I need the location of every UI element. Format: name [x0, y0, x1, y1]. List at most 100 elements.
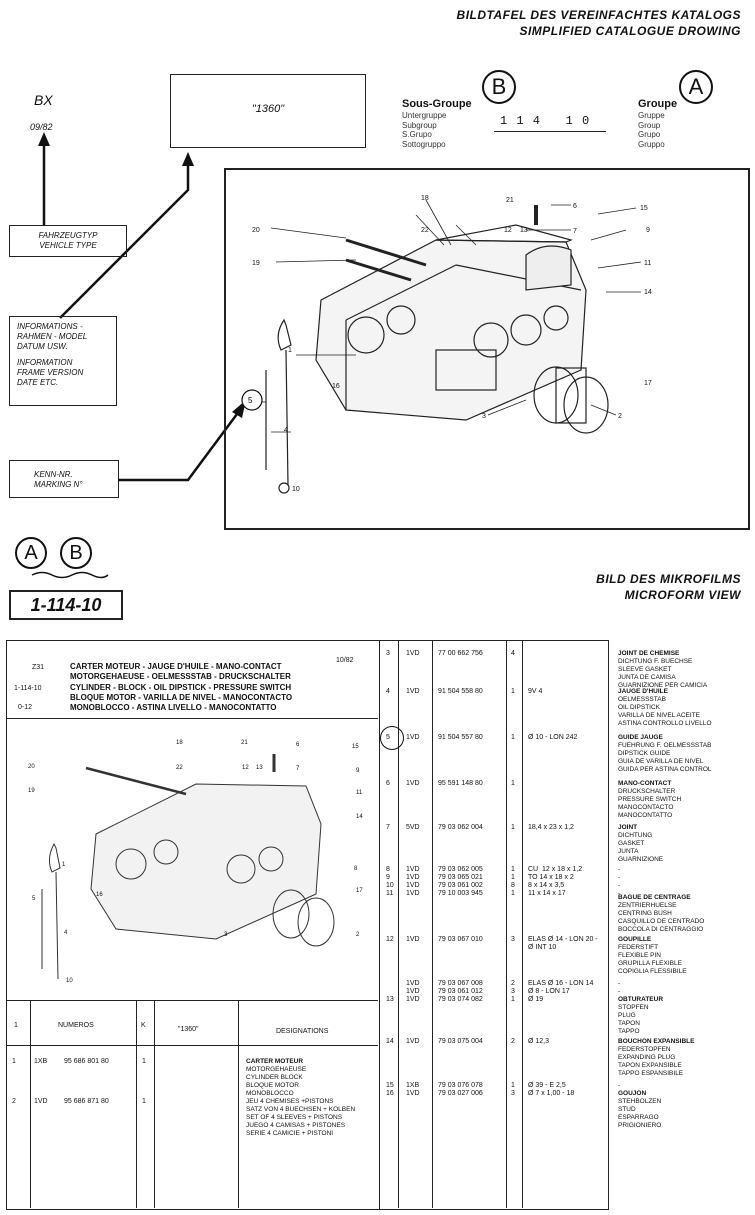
right-row-code: 1XB 1VD: [406, 1082, 420, 1097]
group-label-en: Group: [638, 120, 661, 130]
micro-code-1: 1-114-10: [14, 685, 42, 692]
left-table-top: [6, 1000, 378, 1001]
marking-label-de: KENN-NR.: [34, 470, 73, 479]
left-col-line-3: [154, 1000, 155, 1208]
right-row-rep: 4: [386, 688, 390, 695]
group-title: Groupe: [638, 98, 678, 110]
left-head-k: K: [141, 1022, 146, 1029]
info-de-2: RAHMEN - MODEL: [17, 332, 88, 341]
engine-diagram-frame: 1 2 3 4 6 7 9 10 11 12 13 14 15 16 17 18…: [224, 168, 750, 530]
subgroup-title: Sous-Groupe: [402, 98, 472, 110]
right-row-designation: JOINT DICHTUNG GASKET JUNTA GUARNIZIONE: [618, 824, 664, 863]
micro-callout-5: 5: [32, 896, 36, 902]
information-box: INFORMATIONS - RAHMEN - MODEL DATUM USW.…: [9, 316, 117, 406]
right-row-spec: ELAS Ø 16 - LON 14 Ø 8 - LON 17 Ø 19: [528, 980, 594, 1003]
right-col-line-4: [522, 640, 523, 1208]
left-row-qty: 1: [142, 1058, 146, 1065]
right-row-number: 79 03 062 004: [438, 824, 483, 831]
marking-box: KENN-NR. MARKING N°: [9, 460, 119, 498]
vehicle-type-label-de: FAHRZEUGTYP: [38, 231, 98, 240]
lower-subgroup-letter: B: [60, 537, 92, 569]
right-row-designation: MANO-CONTACT DRUCKSCHALTER PRESSURE SWIT…: [618, 780, 682, 819]
right-row-rep: 6: [386, 780, 390, 787]
right-row-number: 91 504 558 80: [438, 688, 483, 695]
right-row-spec: 18,4 x 23 x 1,2: [528, 824, 574, 831]
right-row-qty: 4: [511, 650, 515, 657]
callout-21: 21: [506, 197, 514, 204]
right-row-code: 1VD: [406, 650, 420, 657]
micro-title-block: CARTER MOTEUR - JAUGE D'HUILE - MANO-CON…: [70, 662, 292, 713]
right-row-number: 79 03 076 078 79 03 027 006: [438, 1082, 483, 1097]
callout-15: 15: [640, 205, 648, 212]
right-row-spec: ELAS Ø 14 - LON 20 - Ø INT 10: [528, 936, 598, 951]
micro-callout-16: 16: [96, 892, 103, 898]
left-head-designations: DESIGNATIONS: [276, 1028, 329, 1035]
micro-callout-21: 21: [241, 740, 248, 746]
micro-callout-8: 8: [354, 866, 358, 872]
micro-callout-15: 15: [352, 744, 359, 750]
callout-4: 4: [284, 427, 288, 434]
subgroup-label-de: Untergruppe: [402, 111, 447, 120]
group-label-es: Grupo: [638, 130, 661, 139]
callout-13: 13: [520, 227, 528, 234]
micro-callout-10: 10: [66, 978, 73, 984]
micro-date: 10/82: [336, 657, 354, 664]
right-row-code: 1VD: [406, 780, 420, 787]
right-row-number: 95 591 148 80: [438, 780, 483, 787]
vehicle-model: BX: [34, 92, 53, 108]
left-row-code: 1VD: [34, 1098, 48, 1105]
right-row-spec: Ø 39 - E 2,5 Ø 7 x 1,00 - 18: [528, 1082, 575, 1097]
right-row-code: 1VD: [406, 688, 420, 695]
marking-label-en: MARKING N°: [34, 480, 83, 489]
right-row-qty: 2: [511, 1038, 515, 1045]
right-row-number: 79 03 062 005 79 03 065 021 79 03 061 00…: [438, 866, 483, 897]
micro-callout-20: 20: [28, 764, 35, 770]
right-row-qty: 1: [511, 824, 515, 831]
right-row-spec: Ø 10 - LON 242: [528, 734, 578, 741]
callout-5-marker: 5: [248, 396, 253, 405]
micro-callout-14: 14: [356, 814, 363, 820]
callout-18: 18: [421, 195, 429, 202]
right-row-qty: 2 3 1: [511, 980, 515, 1003]
right-row-rep: 12: [386, 936, 394, 943]
subgroup-label-it: Sottogruppo: [402, 139, 446, 149]
right-row-designation: GUIDE JAUGE FUEHRUNG F. OELMESSSTAB DIPS…: [618, 734, 712, 773]
micro-callout-12: 12: [242, 765, 249, 771]
right-row-rep: 15 16: [386, 1082, 394, 1097]
group-label-it: Gruppo: [638, 139, 665, 149]
annotation-arrows: [38, 132, 246, 482]
micro-title-it: MONOBLOCCO - ASTINA LIVELLO - MANOCONTAT…: [70, 703, 277, 713]
vehicle-type-box: FAHRZEUGTYP VEHICLE TYPE: [9, 225, 127, 257]
callout-10: 10: [292, 486, 300, 493]
micro-callout-18: 18: [176, 740, 183, 746]
micro-callout-7: 7: [296, 766, 300, 772]
callout-6: 6: [573, 203, 577, 210]
left-row-rep: 1: [12, 1058, 16, 1065]
right-row-qty: 1 1 8 1: [511, 866, 515, 897]
right-row-spec: CU 12 x 18 x 1,2 TO 14 x 18 x 2 8 x 14 x…: [528, 866, 583, 897]
micro-callout-9: 9: [356, 768, 360, 774]
callout-20: 20: [252, 227, 260, 234]
right-row-number: 79 03 075 004: [438, 1038, 483, 1045]
rep-5-highlight-circle: [380, 726, 404, 750]
micro-ref-num: Z31: [32, 664, 45, 671]
vehicle-type-label-en: VEHICLE TYPE: [39, 241, 97, 250]
callout-22: 22: [421, 227, 429, 234]
micro-code-2: 0-12: [18, 704, 33, 711]
microform-right-panel: [380, 640, 609, 1210]
micro-callout-19: 19: [28, 788, 35, 794]
right-row-designation: JOINT DE CHEMISE DICHTUNG F. BUECHSE SLE…: [618, 650, 708, 689]
micro-callout-13: 13: [256, 765, 263, 771]
right-row-rep: 7: [386, 824, 390, 831]
right-row-qty: 3: [511, 936, 515, 943]
right-row-qty: 1 3: [511, 1082, 515, 1097]
right-row-code: 1VD: [406, 734, 420, 741]
info-en-3: DATE ETC.: [17, 378, 59, 387]
right-row-code: 1VD 1VD 1VD: [406, 980, 420, 1003]
microfilm-title-de: BILD DES MIKROFILMS: [596, 572, 741, 586]
right-row-code: 1VD: [406, 1038, 420, 1045]
right-row-spec: Ø 12,3: [528, 1038, 550, 1045]
left-table-head-bottom: [6, 1045, 378, 1046]
left-col-line-1: [30, 1000, 31, 1208]
right-row-code: 1VD: [406, 936, 420, 943]
